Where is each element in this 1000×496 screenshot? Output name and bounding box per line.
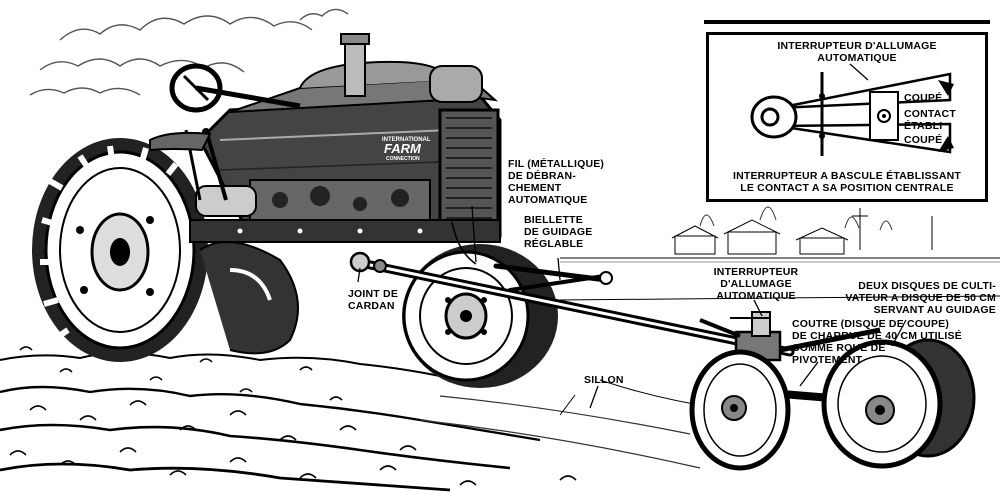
front-tractor-wheel	[402, 244, 558, 388]
inset-off-bottom: COUPÉ	[904, 134, 943, 146]
inset-caption: INTERRUPTEUR A BASCULE ÉTABLISSANT LE CO…	[732, 170, 962, 194]
brand-small-text: INTERNATIONAL	[382, 137, 431, 143]
rear-tractor-wheel	[32, 138, 208, 362]
label-guide-discs: DEUX DISQUES DE CULTI- VATEUR A DISQUE D…	[845, 280, 996, 316]
inset-contact: CONTACT ÉTABLI	[904, 108, 956, 132]
brand-sub-text: CONNECTION	[386, 156, 420, 162]
leader-lines	[357, 205, 907, 409]
brand-big-text: FARM	[384, 141, 422, 156]
guide-disc-left	[689, 349, 791, 471]
guide-disc-right	[821, 338, 976, 469]
label-universal-joint: JOINT DE CARDAN	[348, 288, 399, 312]
label-ignition-switch: INTERRUPTEUR D'ALLUMAGE AUTOMATIQUE	[713, 266, 799, 302]
tractor-body	[149, 33, 502, 243]
background-farm	[560, 206, 1000, 263]
label-coulter: COUTRE (DISQUE DE COUPE) DE CHARRUE DE 4…	[792, 318, 962, 366]
brand-badge: INTERNATIONAL FARM CONNECTION	[382, 137, 431, 162]
inset-off-top: COUPÉ	[904, 92, 943, 104]
inset-top-rule	[704, 20, 990, 24]
label-guide-wire: FIL (MÉTALLIQUE) DE DÉBRAN- CHEMENT AUTO…	[508, 158, 605, 206]
label-furrow: SILLON	[584, 374, 624, 386]
inset-title: INTERRUPTEUR D'ALLUMAGE AUTOMATIQUE	[777, 40, 937, 64]
label-adjustable-link: BIELLETTE DE GUIDAGE RÉGLABLE	[524, 214, 593, 250]
